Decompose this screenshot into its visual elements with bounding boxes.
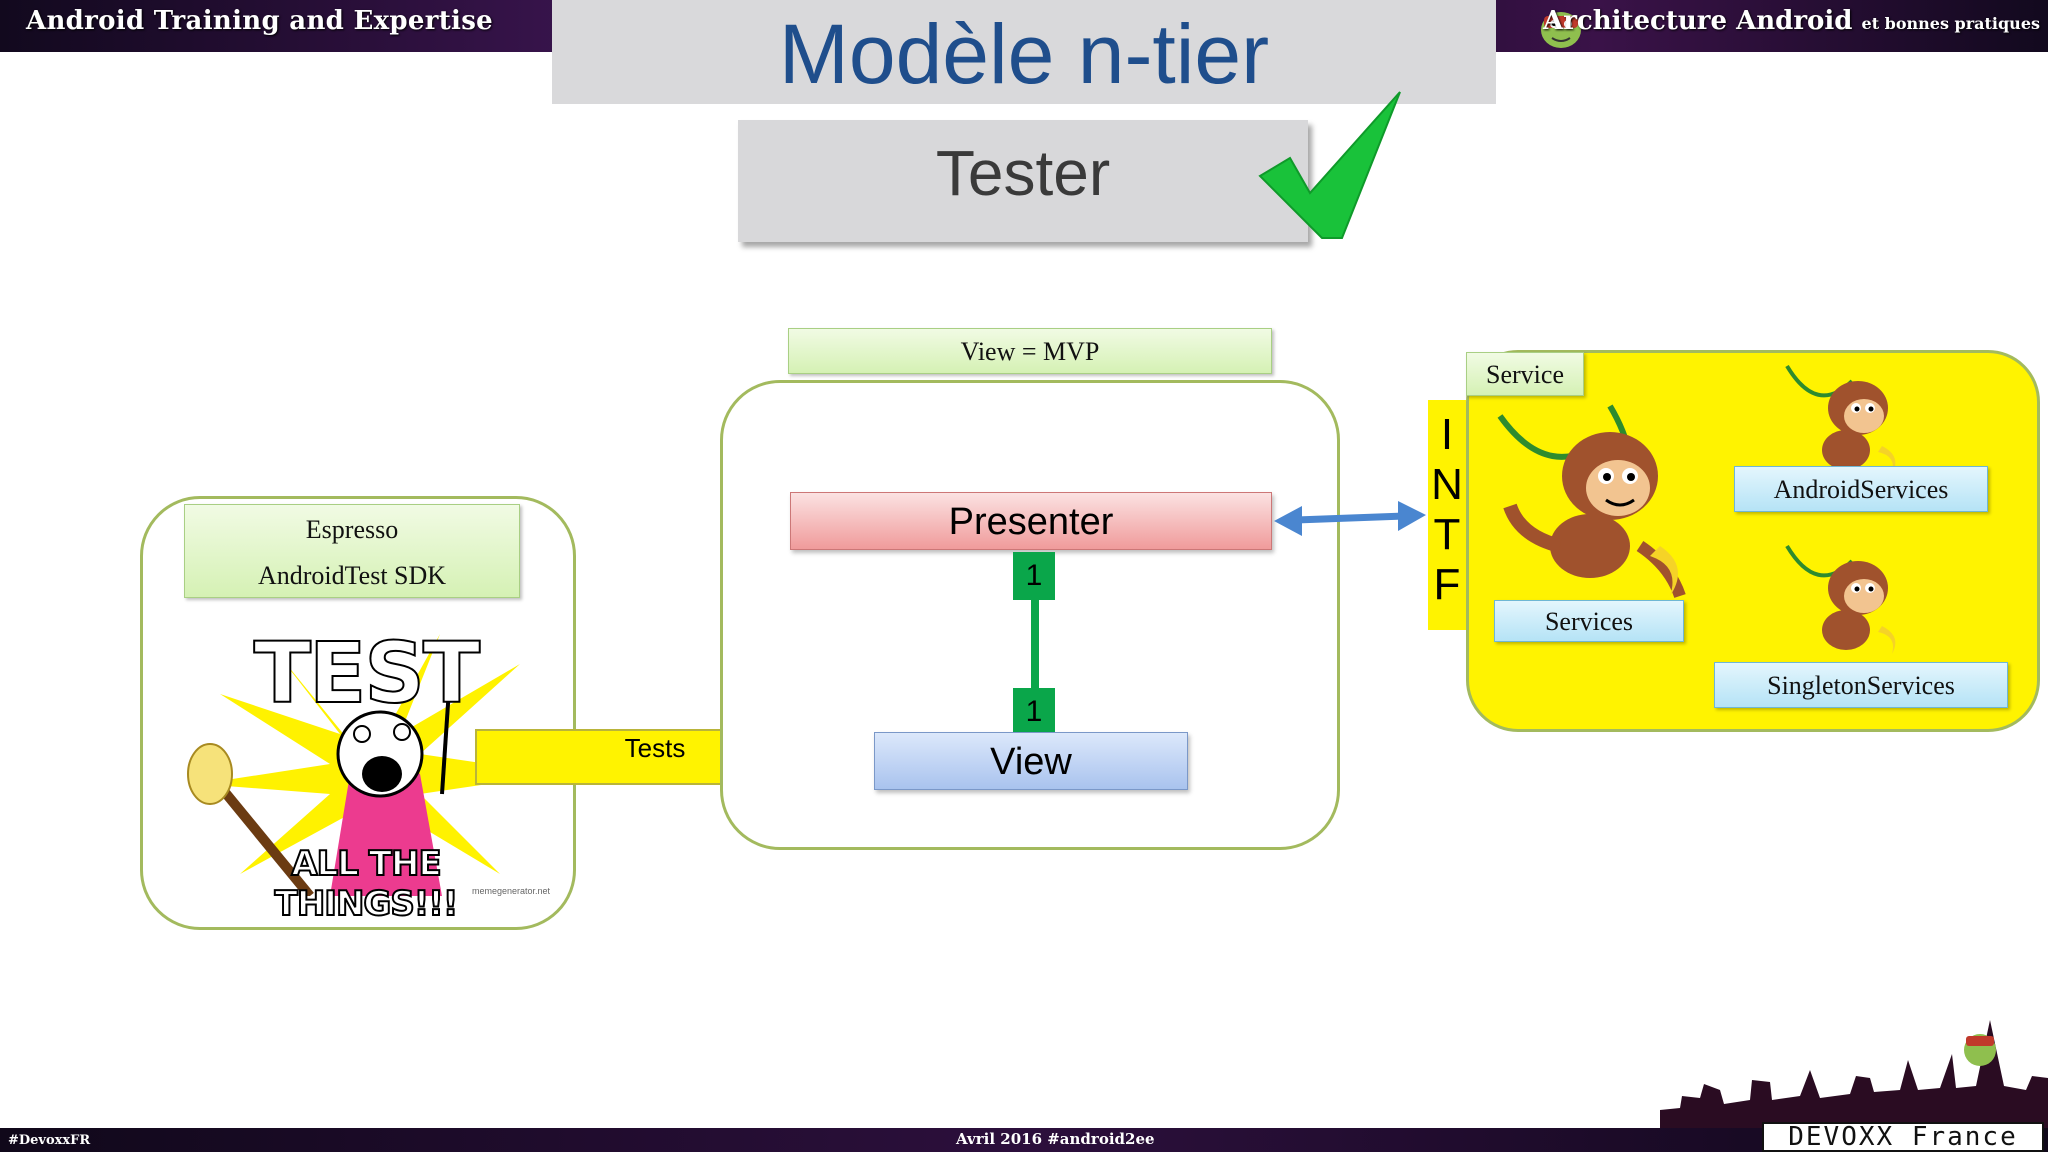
mvp-title: View = MVP [788, 328, 1272, 374]
meme-image [180, 624, 556, 896]
intf-letter-t: T [1433, 510, 1461, 559]
monkey-small-top-icon [1785, 364, 1896, 474]
brand-right-main: Architecture Android [1543, 6, 1853, 36]
meme-top-text: TEST [253, 623, 481, 723]
interface-bar: I N T F [1428, 400, 1466, 630]
title-background [552, 0, 1496, 104]
tests-label: Tests [624, 733, 686, 763]
meme-credit: memegenerator.net [472, 886, 551, 896]
espresso-label: Espresso [305, 515, 399, 544]
monkey-large-icon [1497, 404, 1686, 599]
presenter-view-link [1031, 600, 1039, 692]
android-services-label: AndroidServices [1734, 466, 1988, 512]
footer-hashtag: #DevoxxFR [8, 1133, 91, 1148]
brand-right: Architecture Android et bonnes pratiques [1543, 6, 2040, 36]
tester-label: Tester [935, 137, 1111, 209]
intf-letter-f: F [1433, 560, 1461, 609]
intf-letter-n: N [1431, 460, 1463, 509]
view-box: View [874, 732, 1188, 790]
brand-right-small: et bonnes pratiques [1861, 14, 2040, 33]
footer-center: Avril 2016 #android2ee [956, 1130, 1155, 1148]
checkmark-icon [1258, 91, 1401, 239]
presenter-box: Presenter [790, 492, 1272, 550]
brand-left: Android Training and Expertise [26, 6, 493, 36]
meme-bottom-text: ALL THE THINGS!!! [274, 843, 460, 925]
multiplicity-top: 1 [1013, 552, 1055, 600]
monkey-small-bottom-icon [1785, 544, 1896, 654]
presenter-service-arrow [1274, 501, 1426, 536]
androidtest-sdk-label: AndroidTest SDK [257, 561, 447, 590]
bottom-banner [0, 1128, 2048, 1152]
slide-title: Modèle n-tier [778, 7, 1270, 101]
tester-box [738, 120, 1308, 242]
services-label: Services [1494, 600, 1684, 642]
devoxx-logo: DEVOXX France [1762, 1122, 2044, 1152]
test-tools-label: Espresso AndroidTest SDK [184, 504, 520, 598]
intf-letter-i: I [1440, 410, 1454, 459]
singleton-services-label: SingletonServices [1714, 662, 2008, 708]
service-title: Service [1466, 352, 1584, 396]
android-logo-icon [1541, 12, 1581, 48]
multiplicity-bottom: 1 [1013, 688, 1055, 736]
paris-skyline-icon [1660, 1020, 2048, 1130]
